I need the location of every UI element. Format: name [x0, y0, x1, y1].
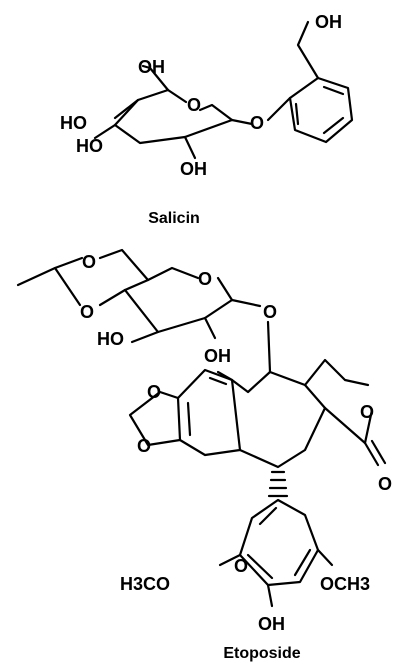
- etoposide-hashed-aryl-bond: [267, 470, 289, 498]
- etoposide-lactone-ring: [303, 358, 387, 467]
- etoposide-dioxole-oxygen-bottom-label: O: [137, 436, 151, 456]
- salicin-ether-oxygen-label: O: [250, 113, 264, 133]
- etoposide-carbonyl-oxygen-label: O: [378, 474, 392, 494]
- salicin-ring-oxygen-label: O: [187, 95, 201, 115]
- etoposide-ring-oxygen-label: O: [198, 269, 212, 289]
- etoposide-dioxole-ring: [128, 390, 182, 447]
- salicin-hydroxyl-label-c4: HO: [60, 113, 87, 133]
- salicin-hydroxyl-label: OH: [315, 12, 342, 32]
- salicin-glycosidic-bond: [230, 118, 254, 126]
- etoposide-methoxy-bond-left: [218, 553, 242, 567]
- salicin-name: Salicin: [148, 210, 200, 227]
- salicin-primary-hydroxyl-label: OH: [138, 57, 165, 77]
- etoposide-hydroxyl-label-c3: HO: [97, 329, 124, 349]
- etoposide-acetal-oxygen-top-label: O: [82, 252, 96, 272]
- etoposide-structure: O O O O HO OH O O O O O H3CO OCH3 OH: [16, 248, 392, 634]
- salicin-ch2oh-bond: [296, 20, 320, 80]
- etoposide-hydroxyl-bond: [266, 583, 274, 608]
- salicin-hydroxyl-label-c3: HO: [76, 136, 103, 156]
- etoposide-trimethoxyphenyl-ring: [238, 498, 320, 587]
- salicin-structure: OH OH O O HO HO OH: [60, 12, 354, 179]
- salicin-glucose-ring: [93, 64, 234, 160]
- etoposide-glycosidic-oxygen-label: O: [263, 302, 277, 322]
- etoposide-name: Etoposide: [223, 645, 300, 662]
- etoposide-aryl-oxygen-label: O: [234, 556, 248, 576]
- etoposide-ethylidene-acetal-ring: [16, 248, 150, 307]
- etoposide-hydroxyl-label-c4: OH: [258, 614, 285, 634]
- salicin-hydroxyl-label-c2: OH: [180, 159, 207, 179]
- etoposide-lactone-oxygen-label: O: [360, 402, 374, 422]
- etoposide-methoxy-right-label: OCH3: [320, 574, 370, 594]
- etoposide-tetralin-core: [176, 320, 327, 469]
- etoposide-dioxole-oxygen-top-label: O: [147, 382, 161, 402]
- etoposide-glucose-ring: [123, 266, 262, 344]
- salicin-benzene-ring: [288, 76, 354, 144]
- etoposide-methoxy-bond-right: [316, 548, 334, 567]
- etoposide-methoxy-left-label: H3CO: [120, 574, 170, 594]
- etoposide-hydroxyl-label-c2: OH: [204, 346, 231, 366]
- salicin-aryl-ether-bond: [266, 96, 292, 122]
- etoposide-acetal-oxygen-bottom-label: O: [80, 302, 94, 322]
